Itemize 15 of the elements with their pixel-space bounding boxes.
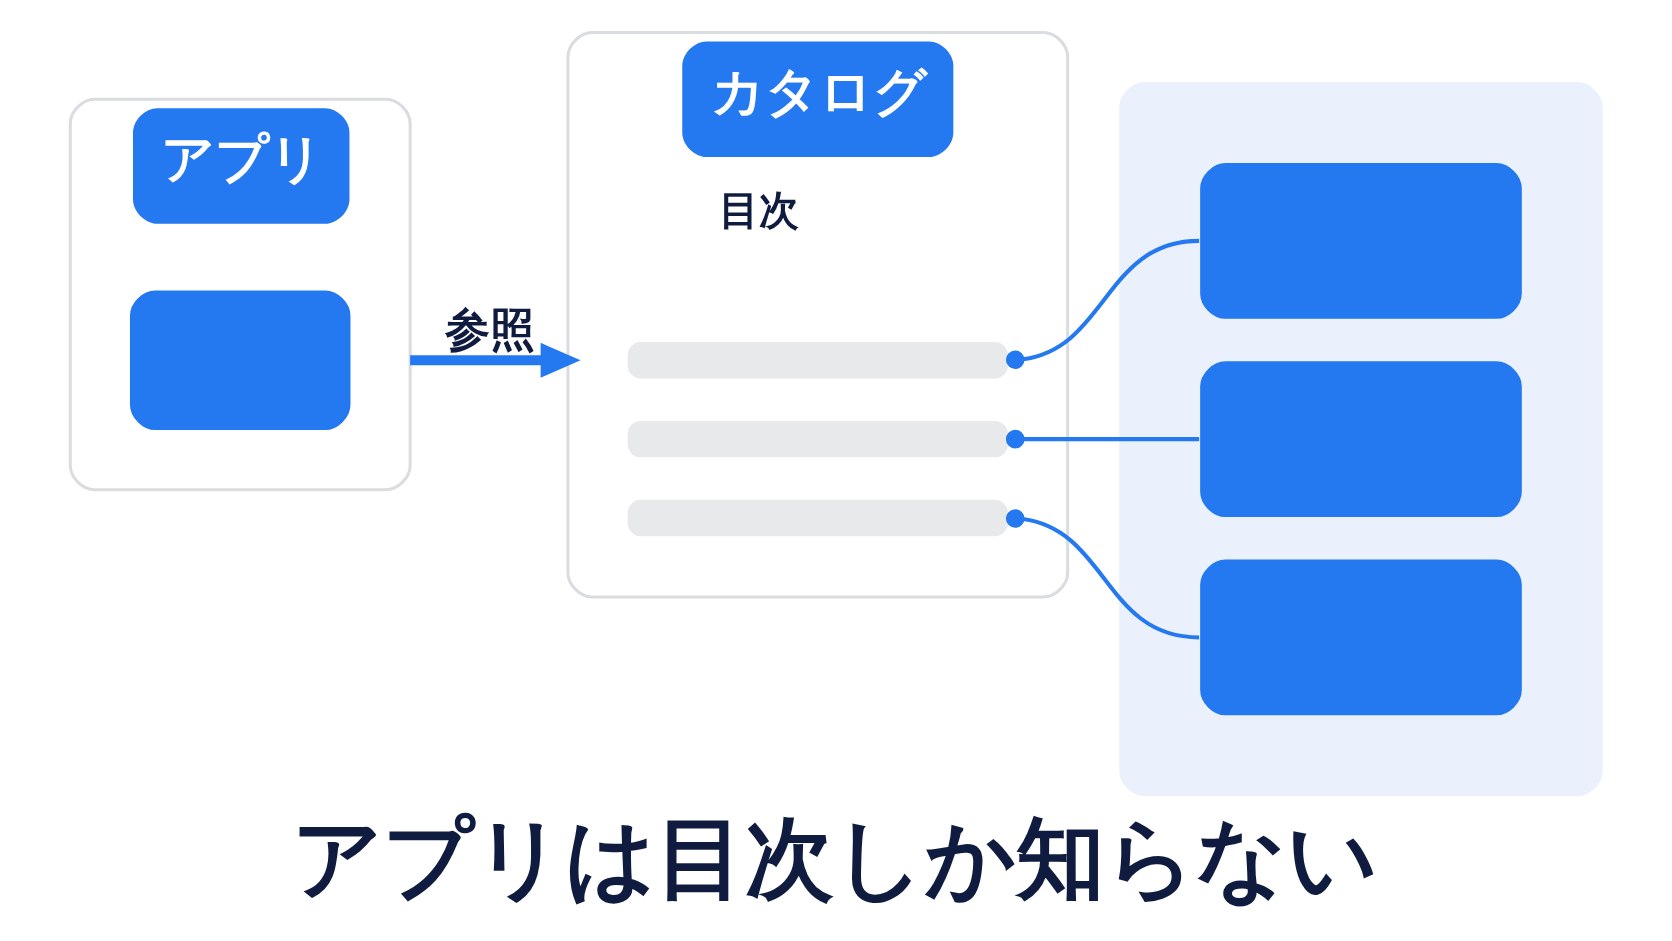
node-bar xyxy=(627,499,1008,537)
connector xyxy=(1005,429,1200,449)
connector xyxy=(1005,509,1200,640)
node-box xyxy=(1200,559,1522,716)
edge-label: 参照 xyxy=(444,304,535,356)
node-bar xyxy=(627,342,1008,379)
caption: アプリは目次しか知らない xyxy=(291,805,1378,910)
node-box xyxy=(1200,163,1522,319)
cluster: カタログ 目次 xyxy=(566,31,1070,599)
cluster: アプリ xyxy=(68,97,412,492)
node-bar xyxy=(627,420,1008,458)
arrow xyxy=(410,342,581,378)
node-box xyxy=(1200,361,1522,518)
connector xyxy=(1005,238,1200,370)
node-box xyxy=(129,290,351,431)
